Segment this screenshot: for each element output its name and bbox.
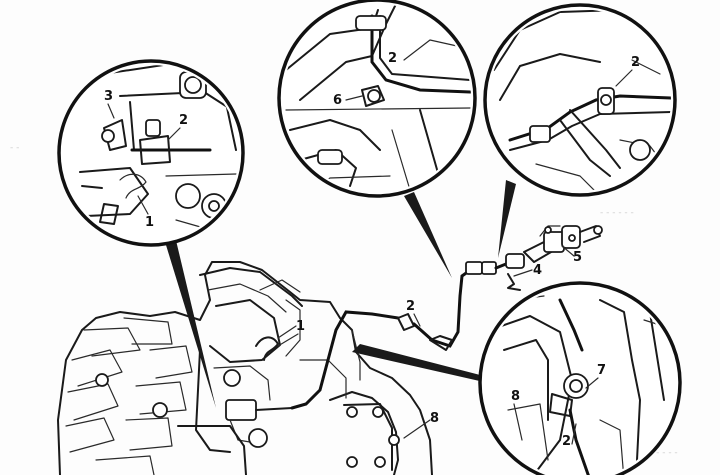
detail-circle-1: 3 2 1 <box>57 59 245 247</box>
callout-label: 2 <box>631 55 640 70</box>
callout-label: 2 <box>179 113 188 128</box>
callout-label: 7 <box>597 363 606 378</box>
detail-circle-3: 2 <box>483 3 677 197</box>
callout-label: 6 <box>333 93 342 108</box>
callout-label: 4 <box>533 263 542 278</box>
hydraulic-pipe <box>290 225 603 410</box>
svg-text:- -: - - <box>10 143 19 153</box>
callout-pointers <box>162 180 516 408</box>
callout-label: 1 <box>145 215 154 230</box>
callout-label: 8 <box>430 411 439 426</box>
detail-circle-4: 7 8 2 <box>478 281 682 475</box>
detail-circle-2: 2 6 <box>277 0 477 198</box>
callout-label: 2 <box>388 51 397 66</box>
gearbox-housing <box>57 261 433 475</box>
release-lever <box>255 325 297 361</box>
svg-text:- - - - - -: - - - - - - <box>600 208 634 218</box>
main-callout-labels: 2 1 4 5 8 <box>277 245 582 439</box>
callout-label: 2 <box>562 434 571 449</box>
callout-label: 3 <box>104 89 113 104</box>
callout-label: 5 <box>573 250 582 265</box>
svg-text:- - - - -: - - - - - <box>650 448 678 458</box>
callout-label: 8 <box>511 389 520 404</box>
callout-label: 1 <box>296 319 305 334</box>
callout-label: 2 <box>406 299 415 314</box>
